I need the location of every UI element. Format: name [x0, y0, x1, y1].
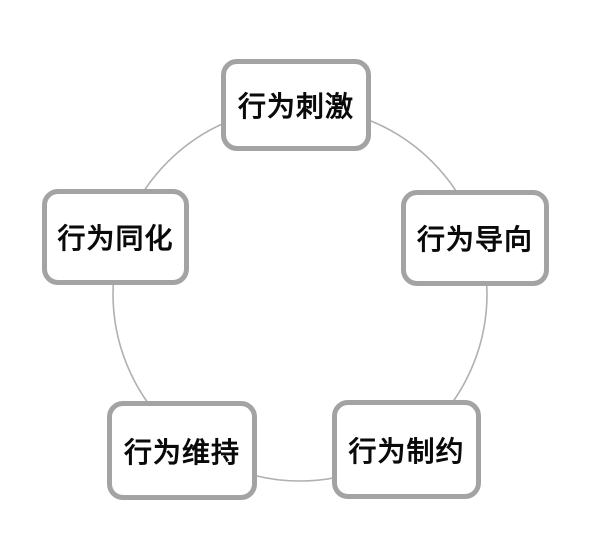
- node-behavior-assimilation: 行为同化: [42, 189, 189, 285]
- node-behavior-maintenance: 行为维持: [107, 401, 257, 500]
- node-label: 行为制约: [348, 436, 465, 468]
- node-label: 行为导向: [416, 225, 533, 256]
- node-label: 行为维持: [123, 437, 240, 469]
- node-behavior-stimulation: 行为刺激: [221, 59, 371, 151]
- node-label: 行为同化: [57, 224, 174, 255]
- node-label: 行为刺激: [237, 92, 354, 123]
- node-behavior-orientation: 行为导向: [401, 190, 549, 286]
- node-behavior-constraint: 行为制约: [332, 400, 481, 499]
